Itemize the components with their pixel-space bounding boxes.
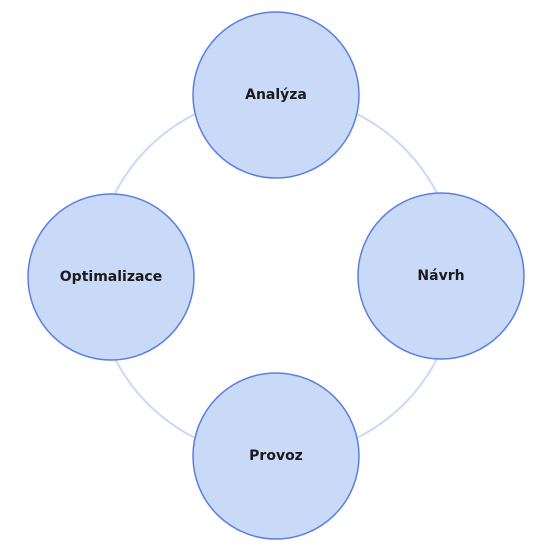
node-provoz-label: Provoz: [249, 448, 303, 464]
node-analyza: Analýza: [192, 11, 360, 179]
node-analyza-circle: [192, 11, 360, 179]
node-optimalizace-label: Optimalizace: [60, 269, 162, 285]
node-navrh-label: Návrh: [417, 268, 464, 284]
node-optimalizace: Optimalizace: [27, 193, 195, 361]
node-analyza-label: Analýza: [245, 87, 307, 103]
node-provoz: Provoz: [192, 372, 360, 540]
node-navrh-circle: [357, 192, 525, 360]
node-provoz-circle: [192, 372, 360, 540]
node-optimalizace-circle: [27, 193, 195, 361]
node-navrh: Návrh: [357, 192, 525, 360]
